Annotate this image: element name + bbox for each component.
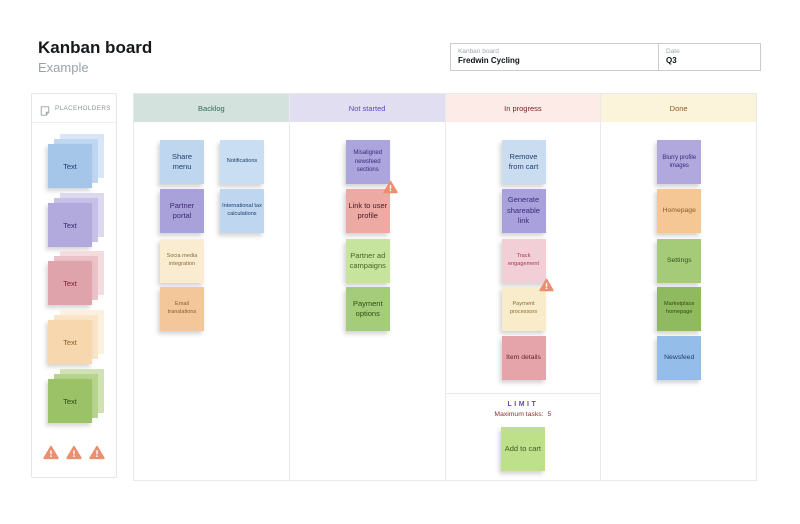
sticky-note-settings[interactable]: Settings — [657, 239, 702, 283]
sticky-note-label: Marketplace homepage — [664, 301, 695, 315]
sticky-note-label: Track engagement — [507, 253, 540, 267]
sticky-note-label: Partner portal — [169, 200, 195, 221]
column-header-in-progress: In progress — [445, 94, 601, 122]
warning-triangle-icon[interactable] — [43, 445, 59, 460]
column-header-done: Done — [601, 94, 756, 122]
placeholder-stack-red[interactable]: Text — [46, 251, 104, 307]
sticky-note-link-to-user-profile[interactable]: Link to user profile — [345, 180, 398, 233]
placeholder-stack-purple[interactable]: Text — [46, 193, 104, 249]
page-subtitle: Example — [38, 59, 89, 75]
wip-limit-text-label: Maximum tasks: — [494, 411, 544, 418]
sticky-note-icon — [40, 103, 50, 116]
stack-layer-front: Text — [48, 203, 92, 247]
sticky-note-generate-shareable-link[interactable]: Generate shareable link — [501, 189, 546, 233]
sticky-note-socia-media-integration[interactable]: Socia media integration — [160, 239, 204, 283]
warning-triangle-icon[interactable] — [66, 445, 82, 460]
warning-triangle-icon — [383, 180, 398, 194]
stack-layer-front: Text — [48, 320, 92, 364]
stack-layer-front: Text — [48, 261, 92, 305]
sticky-note-label: Item details — [506, 354, 541, 362]
wip-limit-card-slot: Add to cart — [500, 427, 545, 471]
sticky-note-track-engagement[interactable]: Track engagement — [501, 239, 546, 283]
sticky-note-label: Payment options — [352, 298, 383, 319]
sticky-note-label: Newsfeed — [664, 354, 695, 362]
sticky-note-share-menu[interactable]: Share menu — [160, 140, 204, 184]
placeholder-stack-label: Text — [63, 337, 77, 347]
date-field[interactable]: Date Q3 — [659, 44, 760, 70]
warning-icons-row — [32, 445, 116, 460]
sticky-note-homepage[interactable]: Homepage — [657, 189, 702, 233]
sticky-note-partner-portal[interactable]: Partner portal — [160, 189, 204, 233]
warning-triangle-icon — [538, 278, 554, 292]
sticky-note-label: Settings — [666, 257, 692, 265]
placeholder-stack-label: Text — [63, 396, 77, 406]
sticky-note-label: Misaligned newsfeed sections — [353, 150, 383, 174]
sticky-note-label: Notifications — [226, 158, 258, 165]
sticky-note-newsfeed[interactable]: Newsfeed — [657, 336, 702, 380]
sticky-note-label: Homepage — [662, 207, 696, 215]
sticky-note-label: Email translations — [167, 301, 197, 315]
placeholders-label: PLACEHOLDERS — [55, 104, 111, 112]
sticky-note-misaligned-newsfeed-sections[interactable]: Misaligned newsfeed sections — [345, 140, 390, 184]
sticky-note-label: Share menu — [171, 151, 192, 172]
sticky-note-item-details[interactable]: Item details — [501, 336, 546, 380]
board-name-label: Kanban board — [458, 48, 499, 55]
placeholder-stack-label: Text — [63, 278, 77, 288]
stack-layer-front: Text — [48, 144, 92, 188]
sticky-note-remove-from-cart[interactable]: Remove from cart — [501, 140, 546, 184]
sticky-note-notifications[interactable]: Notifications — [220, 140, 264, 184]
board-info-box: Kanban board Fredwin Cycling Date Q3 — [450, 43, 761, 71]
title-block: Kanban board Example — [38, 38, 152, 75]
sticky-note-label: Add to cart — [504, 443, 542, 453]
warning-triangle-icon[interactable] — [89, 445, 105, 460]
date-label: Date — [666, 48, 680, 55]
sticky-note-label: Link to user profile — [348, 200, 388, 221]
placeholders-header: PLACEHOLDERS — [32, 94, 116, 123]
placeholder-stack-label: Text — [63, 161, 77, 171]
sticky-note-email-translations[interactable]: Email translations — [160, 287, 204, 331]
page-title: Kanban board — [38, 38, 153, 57]
sticky-note-label: Payment processors — [509, 301, 538, 315]
wip-limit-text: Maximum tasks:5 — [446, 411, 601, 418]
placeholder-stack-orange[interactable]: Text — [46, 310, 104, 366]
sticky-note-label: Blurry profile images — [662, 154, 697, 169]
sticky-note-blurry-profile-images[interactable]: Blurry profile images — [657, 140, 702, 184]
sticky-note-partner-ad-campaigns[interactable]: Partner ad campaigns — [345, 239, 390, 283]
placeholder-stack-green[interactable]: Text — [46, 369, 104, 425]
sticky-note-label: Socia media integration — [166, 253, 198, 267]
sticky-note-payment-options[interactable]: Payment options — [345, 287, 390, 331]
column-header-not-started: Not started — [289, 94, 445, 122]
sticky-note-marketplace-homepage[interactable]: Marketplace homepage — [657, 287, 702, 331]
date-value: Q3 — [666, 56, 677, 66]
sticky-note-add-to-cart[interactable]: Add to cart — [500, 427, 545, 471]
placeholder-stack-label: Text — [63, 220, 77, 230]
wip-limit-title: LIMIT — [507, 401, 539, 408]
column-header-backlog: Backlog — [134, 94, 289, 122]
stack-layer-front: Text — [48, 379, 92, 423]
sticky-note-label: Remove from cart — [508, 151, 539, 172]
sticky-note-label: Partner ad campaigns — [349, 250, 386, 271]
wip-limit-value: 5 — [547, 411, 552, 418]
placeholder-stack-blue[interactable]: Text — [46, 134, 104, 190]
sticky-note-international-tax-calculations[interactable]: International tax calculations — [220, 189, 264, 233]
sticky-note-label: International tax calculations — [222, 203, 262, 217]
sticky-note-label: Generate shareable link — [507, 195, 540, 226]
sticky-note-payment-processors[interactable]: Payment processors — [501, 278, 554, 331]
board-name-field[interactable]: Kanban board Fredwin Cycling — [451, 44, 659, 70]
board-name-value: Fredwin Cycling — [458, 56, 520, 66]
